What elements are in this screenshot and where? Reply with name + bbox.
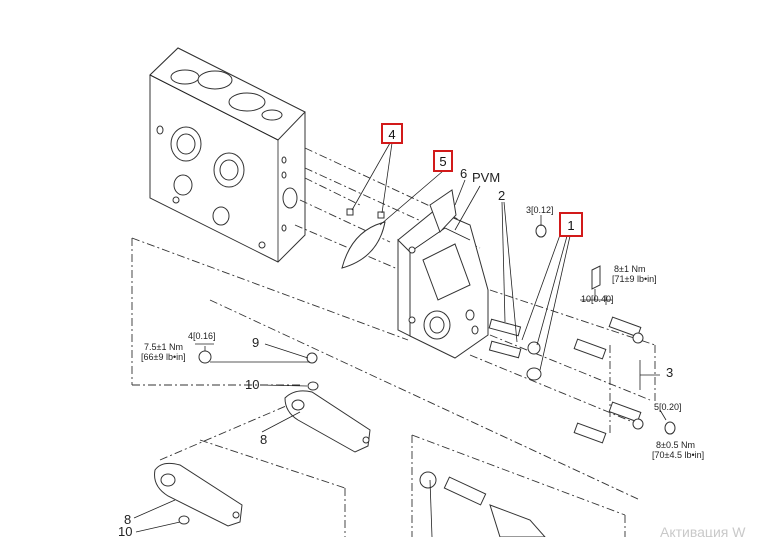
callout-5: 5 [433,150,453,172]
leader-lines [133,142,667,537]
gasket-seal [341,221,386,269]
label-part-3: 3 [666,365,673,380]
valve-body-block [149,47,306,263]
dowel-pins [346,208,385,219]
pvm-screws [488,224,547,381]
callout-1: 1 [559,212,583,237]
label-dim-5: 5[0.20] [654,402,682,412]
pvm-module [397,189,489,359]
label-part-2: 2 [498,188,505,203]
label-torque-75-imp: [66±9 lb•in] [141,352,186,362]
label-torque-8: 8±1 Nm [614,264,645,274]
callout-1-text: 1 [567,218,574,233]
label-part-10-upper: 10 [245,377,259,392]
label-dim-3: 3[0.12] [526,205,554,215]
label-part-9: 9 [252,335,259,350]
label-torque-8-imp: [71±9 lb•in] [612,274,657,284]
callout-5-text: 5 [439,154,446,169]
label-torque-8b-imp: [70±4.5 lb•in] [652,450,704,460]
label-dim-10: 10[0.40] [581,294,614,304]
cover-screws [573,316,676,444]
label-pvm: PVM [472,170,500,185]
label-part-10-lower: 10 [118,524,132,537]
callout-4-text: 4 [388,127,395,142]
label-torque-75: 7.5±1 Nm [144,342,183,352]
label-torque-8b: 8±0.5 Nm [656,440,695,450]
hex-key-symbol [580,265,612,305]
label-part-6: 6 [460,166,467,181]
watermark-text: Активация W [660,524,746,537]
lever-arm-lower [154,462,243,527]
label-dim-4: 4[0.16] [188,331,216,341]
lever-arm-upper [198,350,371,453]
callout-4: 4 [381,123,403,144]
label-part-8-upper: 8 [260,432,267,447]
label-part-8-lower: 8 [124,512,131,527]
actuator-rod [419,471,546,537]
